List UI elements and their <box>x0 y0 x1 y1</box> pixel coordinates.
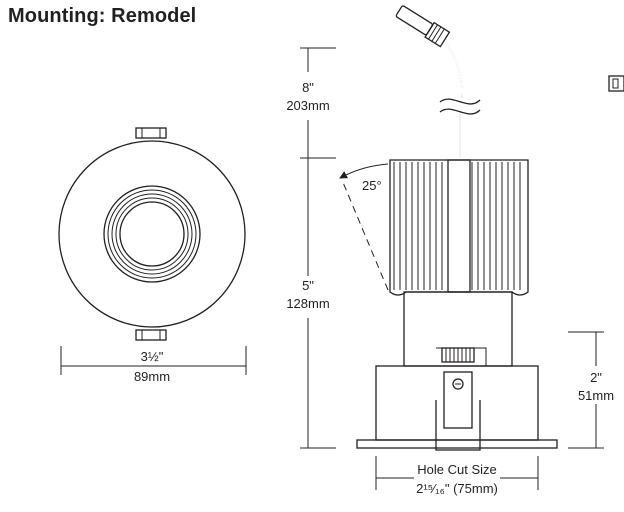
page-edge-icon <box>608 75 624 92</box>
power-cord <box>395 5 481 158</box>
side-view: 25° 8" 203mm 5" 128mm 2" 51mm <box>286 5 614 496</box>
baffle-step-1 <box>107 189 197 279</box>
aperture <box>119 201 185 267</box>
baffle-outer <box>103 185 201 283</box>
top-clip <box>135 127 167 139</box>
cord-length-mm: 203mm <box>286 98 329 113</box>
housing-body <box>375 365 539 441</box>
width-dimension: 3½" 89mm <box>60 346 247 384</box>
bottom-clip <box>135 329 167 341</box>
clip-height-dimension: 2" 51mm <box>568 331 614 449</box>
hole-cut-label: Hole Cut Size <box>417 462 496 477</box>
hole-cut-dimension: Hole Cut Size 2¹⁵⁄₁₆" (75mm) <box>375 456 539 496</box>
width-mm: 89mm <box>134 369 170 384</box>
hole-cut-size: 2¹⁵⁄₁₆" (75mm) <box>416 481 498 496</box>
baffle-step-3 <box>115 197 189 271</box>
clip-screw-icon <box>452 378 464 390</box>
cord-length-inches: 8" <box>302 80 314 95</box>
trim-flange <box>356 439 558 449</box>
tilt-indicator: 25° <box>339 163 389 291</box>
mounting-clip <box>435 347 487 451</box>
height-inches: 5" <box>302 278 314 293</box>
baffle-step-2 <box>111 193 193 275</box>
heat-sink <box>389 159 529 296</box>
tilt-angle: 25° <box>362 178 382 193</box>
page-title: Mounting: Remodel <box>8 5 197 27</box>
trim-ring <box>58 140 246 328</box>
front-view: 3½" 89mm <box>58 127 247 384</box>
height-mm: 128mm <box>286 296 329 311</box>
clip-height-mm: 51mm <box>578 388 614 403</box>
clip-height-inches: 2" <box>590 370 602 385</box>
width-inches: 3½" <box>141 349 164 364</box>
height-dimension: 8" 203mm 5" 128mm <box>286 47 336 449</box>
